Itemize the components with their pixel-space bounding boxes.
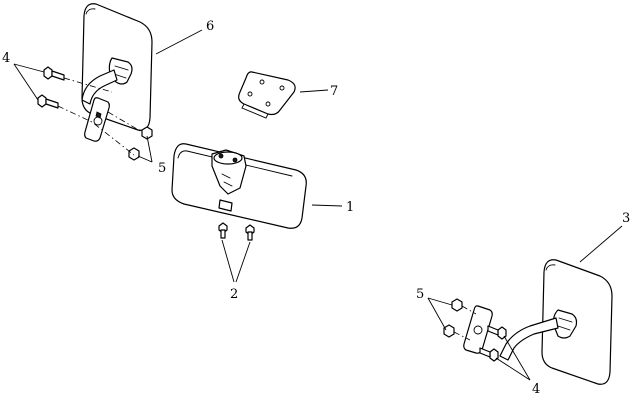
callout-6: 6 xyxy=(206,19,214,34)
mounting-plate xyxy=(238,71,296,119)
left-mirror-nut-upper xyxy=(141,126,153,140)
callout-1: 1 xyxy=(346,200,354,215)
callout-3: 3 xyxy=(622,211,630,226)
right-mirror-screw-lower xyxy=(479,347,499,362)
leader-lines xyxy=(13,29,623,381)
callout-2: 2 xyxy=(230,287,238,302)
right-mirror-assembly xyxy=(443,259,613,385)
left-mirror-assembly xyxy=(37,3,153,161)
callout-4-right: 4 xyxy=(532,382,540,397)
callout-4-left: 4 xyxy=(2,51,10,66)
interior-mirror xyxy=(171,143,307,229)
right-mirror-clamp xyxy=(552,309,578,339)
screw-right xyxy=(245,224,255,241)
callout-5-right: 5 xyxy=(416,287,424,302)
left-mirror-nut-lower xyxy=(128,147,140,161)
left-mirror-screw-lower xyxy=(37,94,59,109)
right-mirror-arm xyxy=(499,317,559,361)
callout-7: 7 xyxy=(330,84,338,99)
callout-labels: 6 7 1 2 3 4 5 5 4 xyxy=(2,19,630,397)
callout-5-left: 5 xyxy=(158,161,166,176)
right-mirror-screw-upper xyxy=(487,325,507,340)
screw-left xyxy=(218,222,228,239)
right-mirror-nut-upper xyxy=(451,298,463,312)
interior-mirror-screws xyxy=(218,222,255,241)
left-mirror-edge xyxy=(85,8,96,15)
left-mirror-arm xyxy=(81,69,118,105)
left-mirror-screw-upper xyxy=(43,66,65,81)
right-mirror-nut-lower xyxy=(443,324,455,338)
